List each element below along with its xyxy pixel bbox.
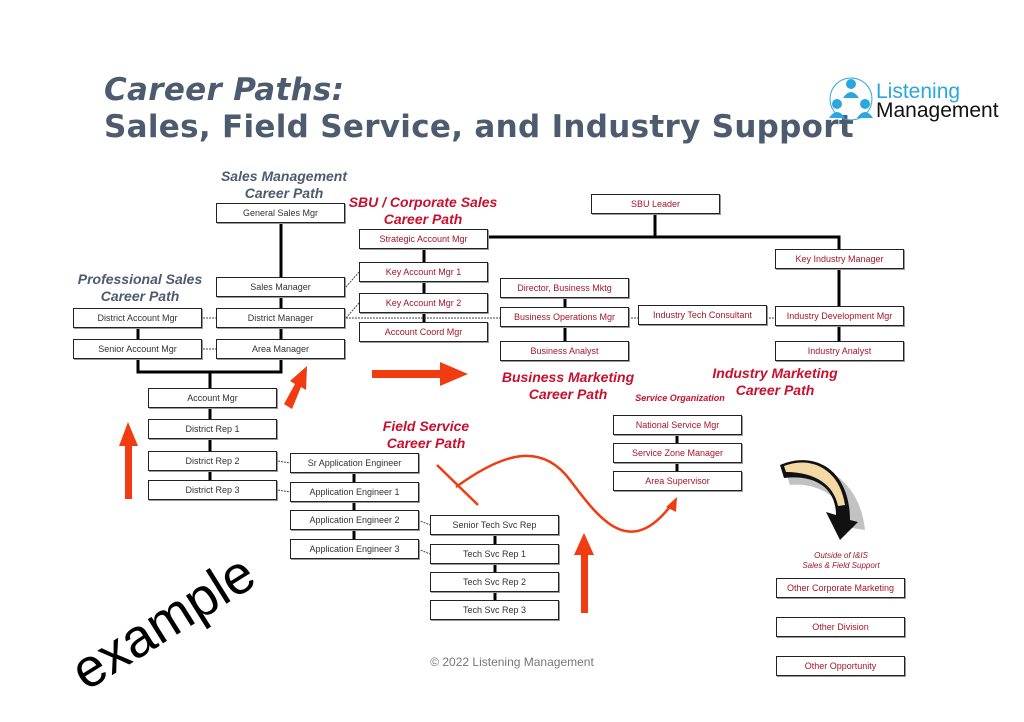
box-key-account-mgr-2: Key Account Mgr 2 xyxy=(359,293,488,313)
box-key-industry-manager: Key Industry Manager xyxy=(775,249,904,269)
box-industry-development-mgr: Industry Development Mgr xyxy=(775,306,904,326)
box-industry-tech-consultant: Industry Tech Consultant xyxy=(638,305,767,325)
label-service-organization: Service Organization xyxy=(635,393,725,403)
red-arrows xyxy=(119,362,594,613)
box-account-mgr: Account Mgr xyxy=(148,388,277,408)
box-district-rep-1: District Rep 1 xyxy=(148,419,277,439)
box-sbu-leader: SBU Leader xyxy=(591,194,720,214)
people-network-icon xyxy=(829,77,873,121)
box-industry-analyst: Industry Analyst xyxy=(775,341,904,361)
box-application-engineer-2: Application Engineer 2 xyxy=(290,510,419,530)
box-district-manager: District Manager xyxy=(216,308,345,328)
box-tech-svc-rep-1: Tech Svc Rep 1 xyxy=(430,544,559,564)
box-senior-account-mgr: Senior Account Mgr xyxy=(73,339,202,359)
box-strategic-account-mgr: Strategic Account Mgr xyxy=(359,229,488,249)
logo-text-listening: Listening xyxy=(876,80,961,103)
title-line-1: Career Paths: xyxy=(104,72,345,108)
box-application-engineer-1: Application Engineer 1 xyxy=(290,482,419,502)
curved-arrow-clipart-icon xyxy=(780,460,865,540)
box-tech-svc-rep-3: Tech Svc Rep 3 xyxy=(430,600,559,620)
footer-copyright: © 2022 Listening Management xyxy=(430,655,594,669)
box-sr-application-engineer: Sr Application Engineer xyxy=(290,453,419,473)
box-business-analyst: Business Analyst xyxy=(500,341,629,361)
box-business-operations-mgr: Business Operations Mgr xyxy=(500,307,629,327)
box-key-account-mgr-1: Key Account Mgr 1 xyxy=(359,262,488,282)
box-national-service-mgr: National Service Mgr xyxy=(613,415,742,435)
box-senior-tech-svc-rep: Senior Tech Svc Rep xyxy=(430,515,559,535)
box-district-rep-3: District Rep 3 xyxy=(148,480,277,500)
box-district-rep-2: District Rep 2 xyxy=(148,451,277,471)
box-other-corporate-marketing: Other Corporate Marketing xyxy=(776,578,905,598)
box-director-business-mktg: Director, Business Mktg xyxy=(500,278,629,298)
box-application-engineer-3: Application Engineer 3 xyxy=(290,539,419,559)
box-general-sales-mgr: General Sales Mgr xyxy=(216,203,345,223)
box-account-coord-mgr: Account Coord Mgr xyxy=(359,322,488,342)
box-other-opportunity: Other Opportunity xyxy=(776,656,905,676)
box-sales-manager: Sales Manager xyxy=(216,277,345,297)
logo-text-management: Management xyxy=(876,99,999,122)
curved-arrow xyxy=(436,454,673,533)
box-service-zone-manager: Service Zone Manager xyxy=(613,443,742,463)
box-other-division: Other Division xyxy=(776,617,905,637)
box-area-manager: Area Manager xyxy=(216,339,345,359)
title-line-2: Sales, Field Service, and Industry Suppo… xyxy=(104,109,854,145)
box-area-supervisor: Area Supervisor xyxy=(613,471,742,491)
box-tech-svc-rep-2: Tech Svc Rep 2 xyxy=(430,572,559,592)
box-district-account-mgr: District Account Mgr xyxy=(73,308,202,328)
